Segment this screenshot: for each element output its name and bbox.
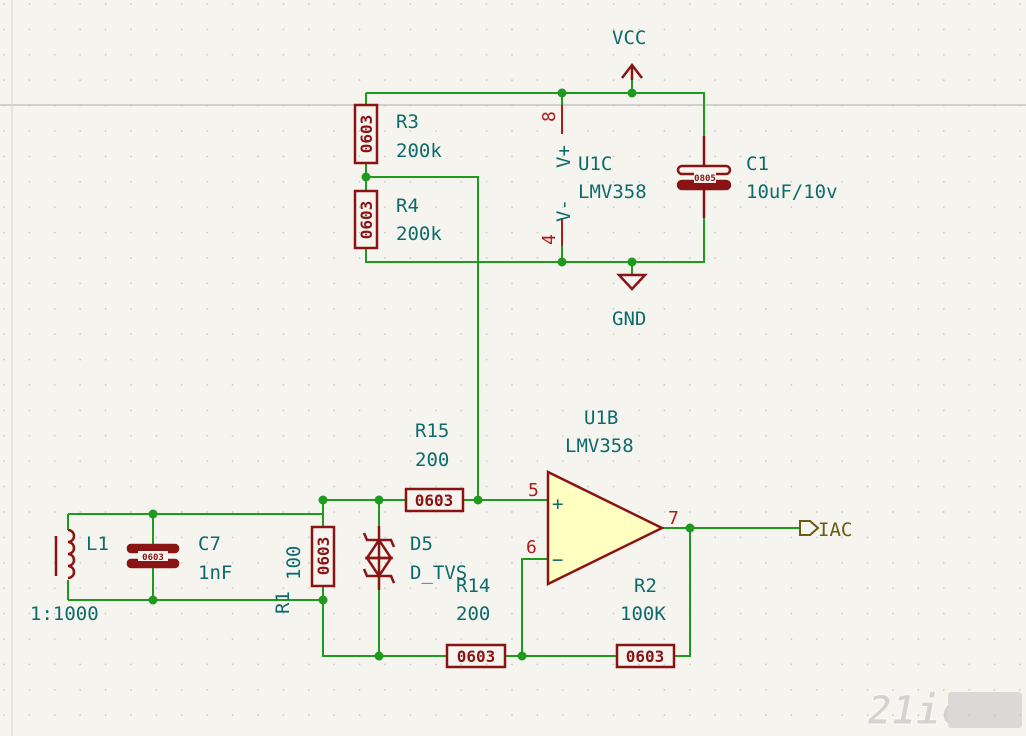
vcc-label: VCC bbox=[612, 27, 646, 49]
r3-value: 200k bbox=[396, 140, 442, 162]
r15-ref: R15 bbox=[415, 420, 449, 442]
r14-value: 200 bbox=[456, 603, 490, 625]
r4-ref: R4 bbox=[396, 195, 419, 217]
r2-ref: R2 bbox=[634, 575, 657, 597]
l1-ref: L1 bbox=[86, 533, 109, 555]
u1b-minus-sign: − bbox=[552, 549, 563, 571]
opamp-u1b[interactable]: + − 5 6 7 U1B LMV358 bbox=[526, 407, 679, 587]
u1b-value: LMV358 bbox=[565, 435, 634, 457]
u1b-pin-7: 7 bbox=[668, 508, 679, 529]
u1b-pin-5: 5 bbox=[528, 480, 539, 501]
r14-ref: R14 bbox=[456, 575, 490, 597]
u1c-ref: U1C bbox=[578, 153, 612, 175]
resistor-r3[interactable]: 0603 R3 200k bbox=[353, 103, 442, 165]
r3-package: 0603 bbox=[357, 115, 376, 154]
u1c-vminus-label: V- bbox=[553, 199, 575, 222]
resistor-r2[interactable]: 0603 R2 100K bbox=[615, 575, 676, 669]
r14-package: 0603 bbox=[457, 647, 496, 666]
r15-package: 0603 bbox=[415, 491, 454, 510]
u1c-value: LMV358 bbox=[578, 181, 647, 203]
c1-ref: C1 bbox=[746, 153, 769, 175]
u1c-pin-8: 8 bbox=[539, 111, 560, 122]
u1b-ref: U1B bbox=[584, 407, 618, 429]
resistor-r14[interactable]: 0603 R14 200 bbox=[445, 575, 507, 669]
l1-ratio: 1:1000 bbox=[30, 603, 99, 625]
net-label-iac[interactable]: IAC bbox=[799, 519, 852, 541]
c7-ref: C7 bbox=[198, 533, 221, 555]
inductor-l1[interactable]: L1 1:1000 bbox=[30, 528, 109, 625]
r1-package: 0603 bbox=[314, 537, 333, 576]
resistor-r4[interactable]: 0603 R4 200k bbox=[353, 189, 442, 250]
u1c-vplus-label: V+ bbox=[553, 145, 575, 168]
u1b-pin-6: 6 bbox=[526, 537, 537, 558]
resistor-r15[interactable]: 0603 R15 200 bbox=[404, 420, 465, 513]
capacitor-c7[interactable]: 0603 C7 1nF bbox=[126, 533, 232, 584]
r3-ref: R3 bbox=[396, 111, 419, 133]
iac-label: IAC bbox=[818, 519, 852, 541]
d5-ref: D5 bbox=[410, 533, 433, 555]
r1-value: 100 bbox=[283, 546, 305, 580]
watermark-logo: 21ic bbox=[867, 688, 1022, 735]
r2-value: 100K bbox=[620, 603, 666, 625]
diode-d5-tvs[interactable]: D5 D_TVS bbox=[362, 526, 467, 590]
d5-value: D_TVS bbox=[410, 562, 467, 584]
c1-package: 0805 bbox=[694, 174, 716, 184]
r1-ref: R1 bbox=[272, 591, 294, 614]
u1b-plus-sign: + bbox=[552, 493, 563, 515]
vcc-symbol[interactable]: VCC bbox=[612, 27, 646, 80]
r4-package: 0603 bbox=[357, 201, 376, 240]
r15-value: 200 bbox=[415, 449, 449, 471]
c1-value: 10uF/10v bbox=[746, 181, 838, 203]
r2-package: 0603 bbox=[626, 647, 665, 666]
r4-value: 200k bbox=[396, 223, 442, 245]
capacitor-c1[interactable]: 0805 C1 10uF/10v bbox=[676, 136, 838, 218]
c7-value: 1nF bbox=[198, 562, 232, 584]
wires bbox=[67, 78, 800, 657]
junctions bbox=[148, 88, 695, 661]
opamp-u1c-power[interactable]: 8 4 V+ V- U1C LMV358 bbox=[539, 105, 647, 246]
gnd-symbol[interactable]: GND bbox=[612, 273, 648, 330]
gnd-label: GND bbox=[612, 308, 646, 330]
c7-package: 0603 bbox=[142, 553, 164, 563]
resistor-r1[interactable]: 0603 100 R1 bbox=[272, 525, 336, 614]
u1c-pin-4: 4 bbox=[539, 234, 560, 245]
